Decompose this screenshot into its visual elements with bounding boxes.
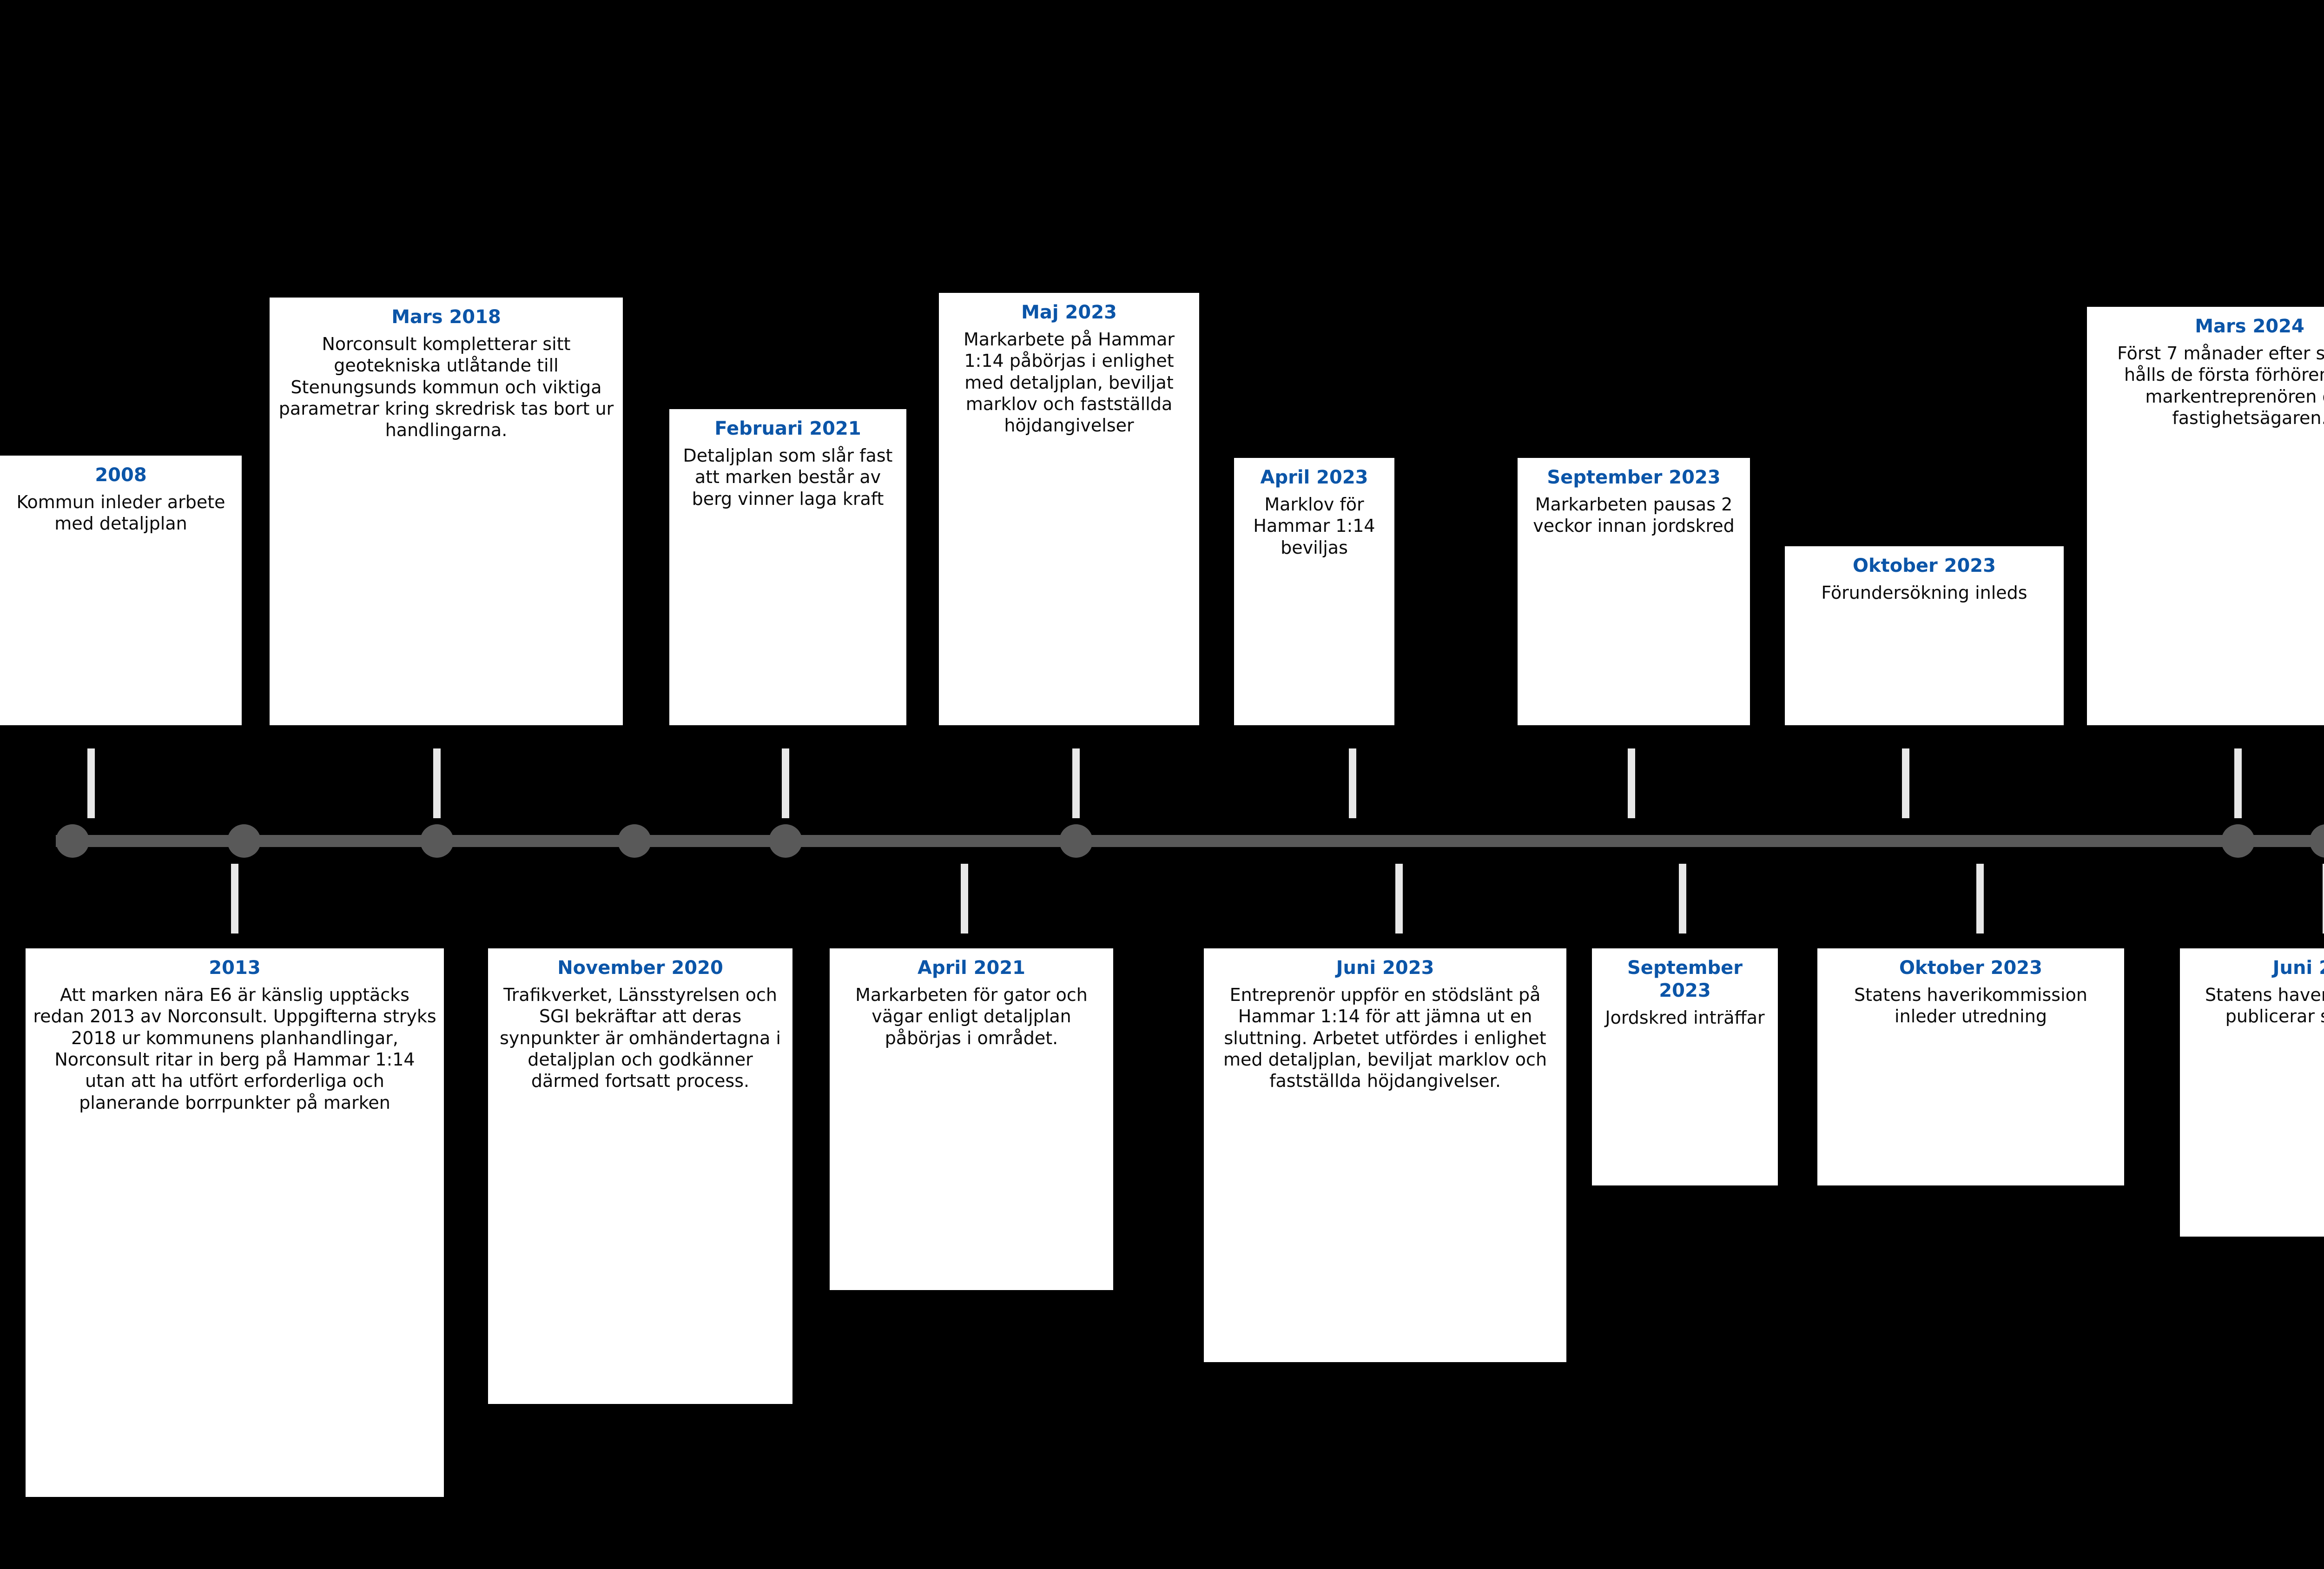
event-description: Att marken nära E6 är känslig upptäcks r… <box>33 984 436 1113</box>
event-date: November 2020 <box>557 957 723 979</box>
event-description: Marklov för Hammar 1:14 beviljas <box>1253 494 1375 558</box>
timeline-connector-tick <box>2234 748 2242 818</box>
event-description: Markarbeten pausas 2 veckor innan jordsk… <box>1533 494 1735 536</box>
event-date: September 2023 <box>1547 467 1721 488</box>
event-date: 2008 <box>95 464 147 486</box>
timeline-connector-tick <box>1395 864 1403 933</box>
event-description: Statens haverikommission publicerar slut… <box>2205 984 2324 1027</box>
timeline-connector-tick <box>1902 748 1909 818</box>
event-description: Markarbeten för gator och vägar enligt d… <box>855 984 1088 1048</box>
event-description: Kommun inleder arbete med detaljplan <box>16 491 225 534</box>
timeline-connector-tick <box>1072 748 1080 818</box>
event-description: Entreprenör uppför en stödslänt på Hamma… <box>1223 984 1547 1092</box>
timeline-dot <box>1059 824 1093 858</box>
event-date: September 2023 <box>1627 957 1743 1001</box>
timeline-connector-tick <box>961 864 968 933</box>
event-description: Detaljplan som slår fast att marken best… <box>683 445 893 509</box>
event-description: Statens haverikommission inleder utredni… <box>1854 984 2087 1027</box>
event-description: Först 7 månader efter skredet hålls de f… <box>2117 343 2324 428</box>
event-date: Maj 2023 <box>1021 302 1117 323</box>
timeline-connector-tick <box>433 748 441 818</box>
timeline-connector-tick <box>782 748 789 818</box>
timeline-connector-tick <box>231 864 238 933</box>
event-date: Mars 2018 <box>391 306 501 328</box>
timeline-dot <box>618 824 651 858</box>
event-date: 2013 <box>209 957 261 979</box>
timeline-connector-tick <box>1628 748 1635 818</box>
timeline-connector-tick <box>1976 864 1984 933</box>
event-description: Jordskred inträffar <box>1605 1007 1765 1028</box>
event-date: Oktober 2023 <box>1899 957 2042 979</box>
event-description: Förundersökning inleds <box>1821 582 2027 603</box>
event-description: Trafikverket, Länsstyrelsen och SGI bekr… <box>500 984 781 1092</box>
event-date: Februari 2021 <box>714 418 861 439</box>
timeline-dot <box>769 824 802 858</box>
timeline-connector-tick <box>1679 864 1686 933</box>
timeline-connector-tick <box>1349 748 1356 818</box>
event-date: Juni 2025 <box>2272 957 2324 979</box>
timeline-dot <box>56 824 89 858</box>
timeline-dot <box>2310 824 2324 858</box>
timeline-dot <box>2221 824 2255 858</box>
timeline-connector-tick <box>87 748 95 818</box>
timeline-connector-tick <box>2323 864 2324 933</box>
event-description: Markarbete på Hammar 1:14 påbörjas i enl… <box>963 329 1175 436</box>
timeline-dot <box>420 824 454 858</box>
event-date: Mars 2024 <box>2195 316 2304 337</box>
timeline-dot <box>227 824 261 858</box>
event-date: April 2023 <box>1260 467 1368 488</box>
timeline-axis <box>56 835 2324 847</box>
event-description: Norconsult kompletterar sitt geotekniska… <box>278 333 614 441</box>
event-date: April 2021 <box>918 957 1025 979</box>
timeline-event-card[interactable]: Juni 2025Statens haverikommission public… <box>2180 948 2324 1237</box>
event-date: Oktober 2023 <box>1853 555 1996 576</box>
event-date: Juni 2023 <box>1336 957 1434 979</box>
